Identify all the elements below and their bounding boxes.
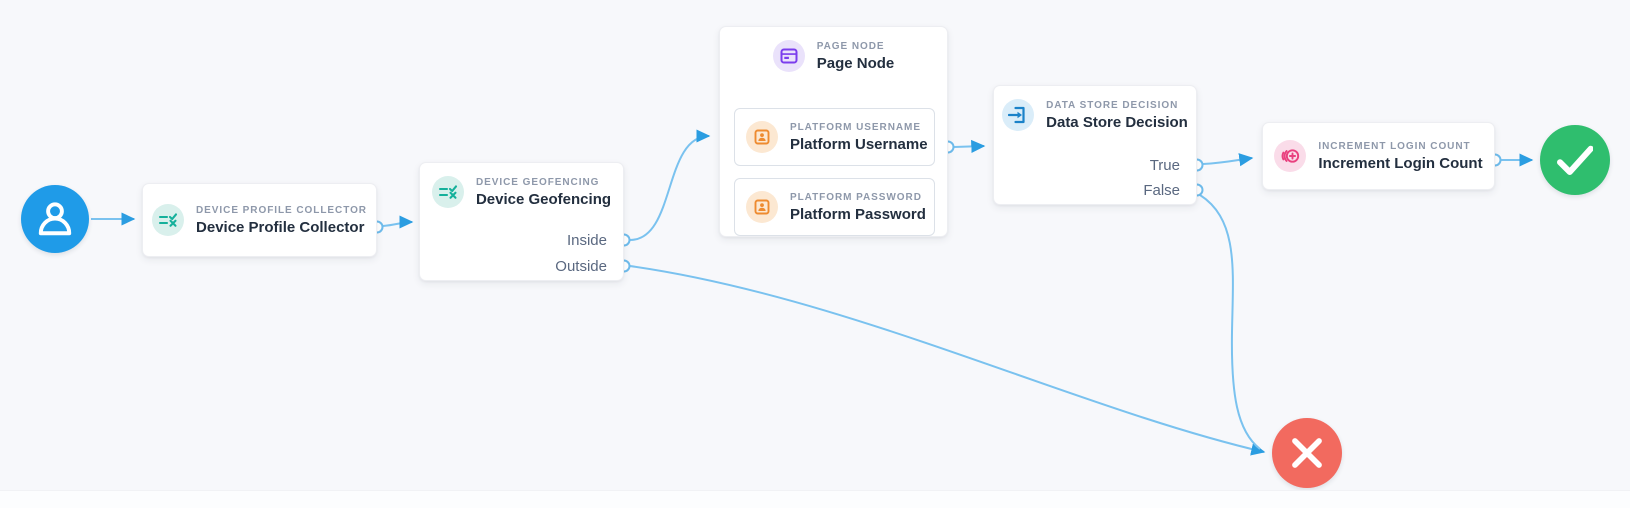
node-category: PLATFORM PASSWORD <box>790 191 922 203</box>
checklist-icon <box>431 176 464 208</box>
start-node[interactable] <box>21 185 89 253</box>
node-category: DATA STORE DECISION <box>1046 99 1179 111</box>
close-icon <box>1290 436 1324 470</box>
output-false: False <box>1143 182 1180 199</box>
node-increment-login-count[interactable]: INCREMENT LOGIN COUNT Increment Login Co… <box>1262 122 1495 190</box>
user-icon <box>37 201 73 237</box>
node-data-store-decision[interactable]: DATA STORE DECISION Data Store Decision … <box>993 85 1197 205</box>
node-platform-password[interactable]: PLATFORM PASSWORD Platform Password <box>734 178 935 236</box>
node-platform-username[interactable]: PLATFORM USERNAME Platform Username <box>734 108 935 166</box>
node-category: PLATFORM USERNAME <box>790 121 921 133</box>
edge-inside-to-page-node[interactable] <box>629 129 711 241</box>
failure-node[interactable] <box>1272 418 1342 488</box>
node-category: DEVICE GEOFENCING <box>475 176 600 188</box>
node-device-geofencing[interactable]: DEVICE GEOFENCING Device Geofencing Insi… <box>419 162 624 281</box>
node-category: INCREMENT LOGIN COUNT <box>1318 140 1471 152</box>
login-icon <box>1002 99 1035 131</box>
check-icon <box>1557 142 1593 178</box>
node-label: Data Store Decision <box>1046 113 1188 131</box>
edge-false-to-failure[interactable] <box>1199 194 1261 450</box>
id-card-icon <box>746 121 778 153</box>
node-category: PAGE NODE <box>816 40 885 52</box>
edge-device-profile-collector-to-device-geofencing[interactable] <box>382 215 414 229</box>
edge-page-node-to-data-store-decision[interactable] <box>953 139 986 154</box>
output-outside: Outside <box>555 258 607 275</box>
edge-true-to-increment-login-count[interactable] <box>1202 153 1254 167</box>
node-label: Platform Username <box>790 135 928 153</box>
node-label: Device Profile Collector <box>196 218 365 236</box>
success-node[interactable] <box>1540 125 1610 195</box>
checklist-icon <box>152 204 185 236</box>
canvas-bottom-strip <box>0 490 1630 508</box>
output-inside: Inside <box>566 232 607 249</box>
counter-icon <box>1274 140 1307 172</box>
output-true: True <box>1149 157 1180 174</box>
node-label: Platform Password <box>790 205 926 223</box>
page-icon <box>772 40 805 72</box>
node-label: Device Geofencing <box>475 190 612 208</box>
node-page-node[interactable]: PAGE NODE Page Node PLATFORM USERNAME Pl… <box>719 26 948 237</box>
node-device-profile-collector[interactable]: DEVICE PROFILE COLLECTOR Device Profile … <box>142 183 377 257</box>
node-label: Increment Login Count <box>1318 154 1483 172</box>
node-category: DEVICE PROFILE COLLECTOR <box>196 204 367 216</box>
node-label: Page Node <box>816 54 895 72</box>
id-card-icon <box>746 191 778 223</box>
edge-outside-to-failure[interactable] <box>629 265 1266 456</box>
